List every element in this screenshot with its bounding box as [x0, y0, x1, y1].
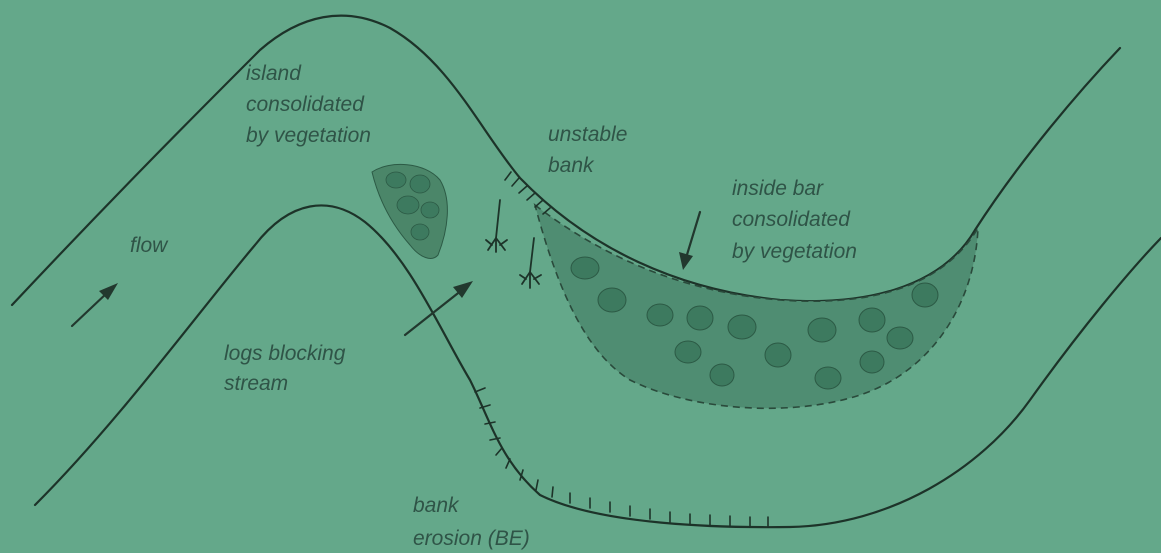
logs-label-line-2: stream — [224, 372, 288, 395]
logs-label: logs blocking stream — [224, 342, 351, 395]
inside-bar-label-line-3: by vegetation — [732, 240, 857, 263]
island-shape — [372, 164, 447, 258]
inside-bar-arrow — [679, 212, 700, 270]
island-label-line-2: consolidated — [246, 93, 365, 116]
unstable-bank-hatching — [505, 172, 550, 214]
logs-label-line-1: logs blocking — [224, 342, 346, 365]
bank-erosion-label: bank erosion (BE) — [413, 494, 530, 550]
bank-erosion-hatching — [475, 388, 768, 527]
island-label-line-1: island — [246, 62, 302, 85]
bank-erosion-label-line-2: erosion (BE) — [413, 527, 530, 550]
unstable-bank-label: unstable bank — [548, 123, 633, 177]
inside-bar-label: inside bar consolidated by vegetation — [732, 177, 857, 263]
inside-bar-label-line-1: inside bar — [732, 177, 824, 200]
unstable-bank-label-line-2: bank — [548, 154, 595, 177]
flow-arrow — [72, 283, 118, 326]
inside-bar-label-line-2: consolidated — [732, 208, 851, 231]
logs-arrow — [405, 281, 473, 335]
fallen-trees-icon — [486, 200, 541, 288]
island-label-line-3: by vegetation — [246, 124, 371, 147]
unstable-bank-label-line-1: unstable — [548, 123, 627, 146]
bank-erosion-label-line-1: bank — [413, 494, 460, 517]
flow-label: flow — [130, 234, 169, 257]
island-label: island consolidated by vegetation — [246, 62, 371, 147]
